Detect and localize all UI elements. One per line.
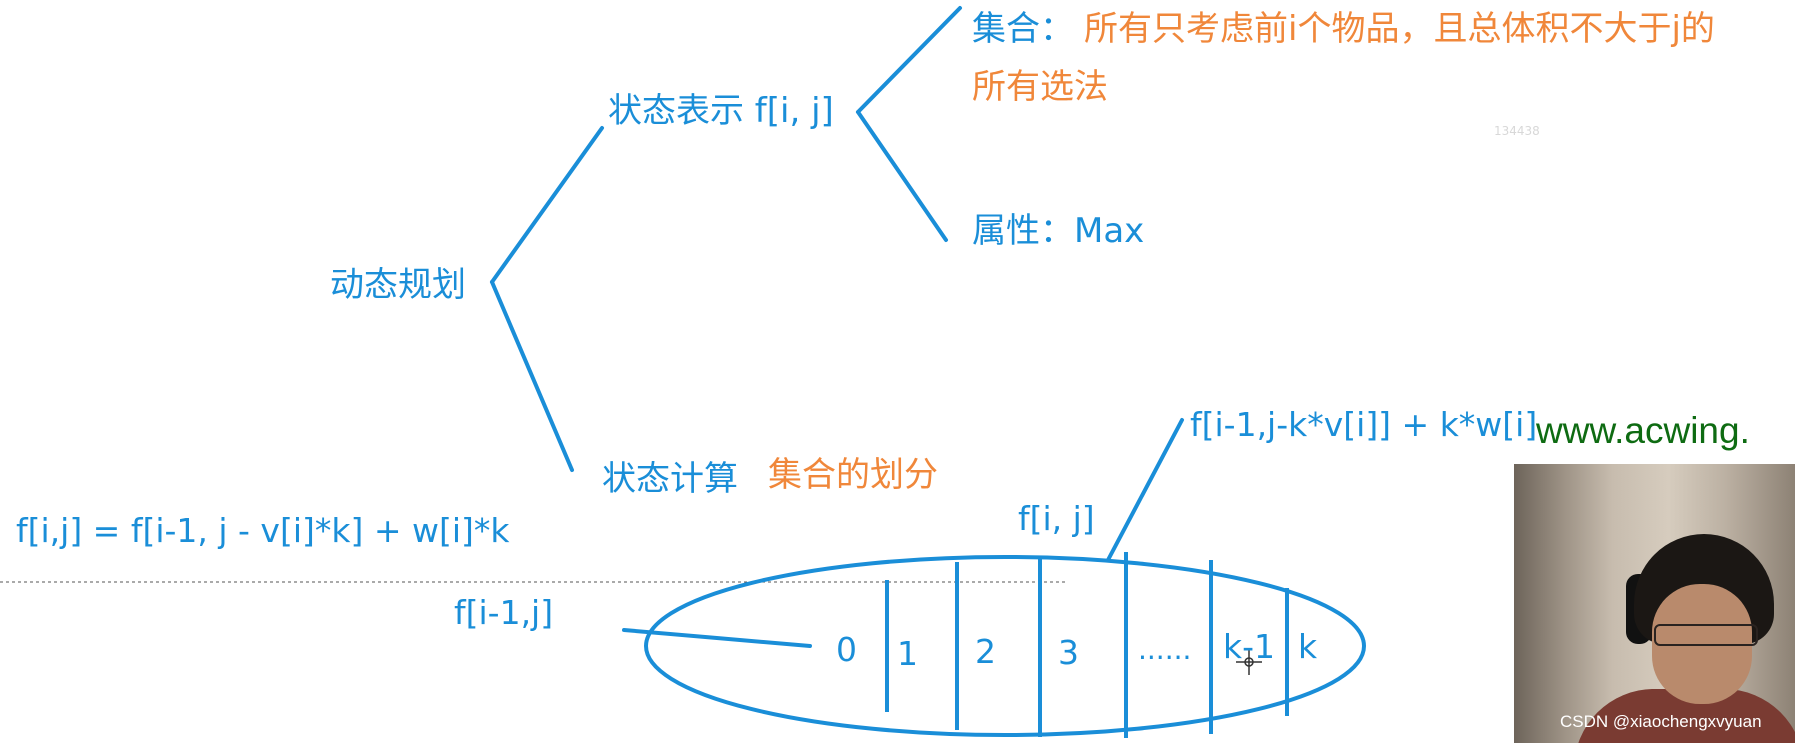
partition-label: 集合的划分: [768, 455, 938, 495]
label-f-i-j: f[i, j]: [1018, 499, 1095, 538]
cell-label-3: 3: [1058, 633, 1079, 672]
branch-repr-to-set: [856, 6, 962, 114]
label-top-formula: f[i-1,j-k*v[i]] + k*w[i]: [1190, 405, 1538, 444]
label-f-i-1-j: f[i-1,j]: [454, 593, 554, 632]
cell-label-k-minus-1: k-1: [1223, 627, 1276, 666]
cursor-crosshair-icon: [1236, 649, 1262, 675]
branch-root-to-state-calc: [490, 280, 574, 472]
csdn-credit: CSDN @xiaochengxvyuan: [1560, 712, 1762, 731]
root-node: 动态规划: [330, 265, 466, 305]
partition-ellipse: [644, 555, 1366, 737]
set-description-line1: 所有只考虑前i个物品，且总体积不大于j的: [1084, 9, 1715, 49]
attribute-node: 属性：Max: [972, 211, 1145, 251]
set-label: 集合：: [972, 9, 1074, 49]
webcam-video: [1514, 464, 1795, 743]
state-representation-node: 状态表示 f[i, j]: [608, 91, 834, 131]
cell-label-2: 2: [975, 632, 996, 671]
faint-number: 134438: [1494, 124, 1540, 138]
transition-formula: f[i,j] = f[i-1, j - v[i]*k] + w[i]*k: [16, 511, 510, 550]
state-calculation-node: 状态计算: [602, 459, 738, 499]
cell-label-1: 1: [897, 634, 918, 673]
pointer-top-formula: [1106, 418, 1184, 562]
cell-label-0: 0: [836, 630, 857, 669]
set-description-line2: 所有选法: [972, 67, 1108, 107]
pointer-fi1j: [622, 628, 812, 648]
site-watermark: www.acwing.: [1536, 410, 1750, 451]
cell-label-ellipsis: ......: [1138, 633, 1192, 666]
cell-label-k: k: [1298, 627, 1318, 666]
branch-root-to-state-repr: [490, 126, 604, 284]
branch-repr-to-attr: [856, 110, 948, 242]
